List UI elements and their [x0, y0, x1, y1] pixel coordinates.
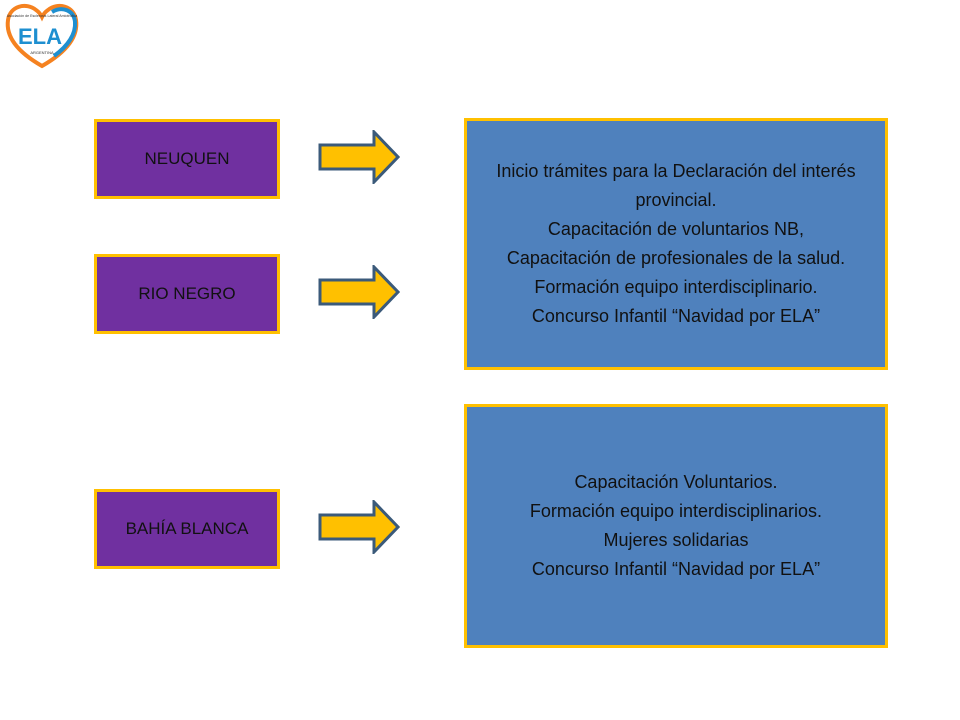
region-box-bahia-blanca: BAHÍA BLANCA [94, 489, 280, 569]
info-line: Capacitación de voluntarios NB, [547, 219, 805, 239]
region-label: NEUQUEN [144, 149, 230, 168]
info-line: Concurso Infantil “Navidad por ELA” [531, 559, 821, 579]
logo-ela-text: ELA [18, 24, 62, 49]
logo-country-text: ARGENTINA [30, 50, 54, 55]
region-box-neuquen: NEUQUEN [94, 119, 280, 199]
info-line: Formación equipo interdisciplinario. [534, 277, 818, 297]
right-arrow-icon [318, 265, 400, 319]
right-arrow-icon [318, 130, 400, 184]
ela-logo: Asociación de Esclerosis Lateral Amiotró… [5, 3, 79, 69]
info-line: Capacitación Voluntarios. [574, 472, 778, 492]
info-box-bahia-blanca: Capacitación Voluntarios. Formación equi… [464, 404, 888, 648]
logo-heart-right [50, 7, 78, 58]
region-box-rio-negro: RIO NEGRO [94, 254, 280, 334]
info-line: Concurso Infantil “Navidad por ELA” [531, 306, 821, 326]
info-line: Capacitación de profesionales de la salu… [506, 248, 846, 268]
region-label: BAHÍA BLANCA [125, 519, 249, 538]
info-line: Inicio trámites para la Declaración del … [496, 161, 856, 210]
info-line: Formación equipo interdisciplinarios. [529, 501, 823, 521]
logo-small-text: Asociación de Esclerosis Lateral Amiotró… [7, 14, 78, 18]
right-arrow-icon [318, 500, 400, 554]
info-line: Mujeres solidarias [603, 530, 749, 550]
info-box-neuquen-rio-negro: Inicio trámites para la Declaración del … [464, 118, 888, 370]
region-label: RIO NEGRO [138, 284, 236, 303]
